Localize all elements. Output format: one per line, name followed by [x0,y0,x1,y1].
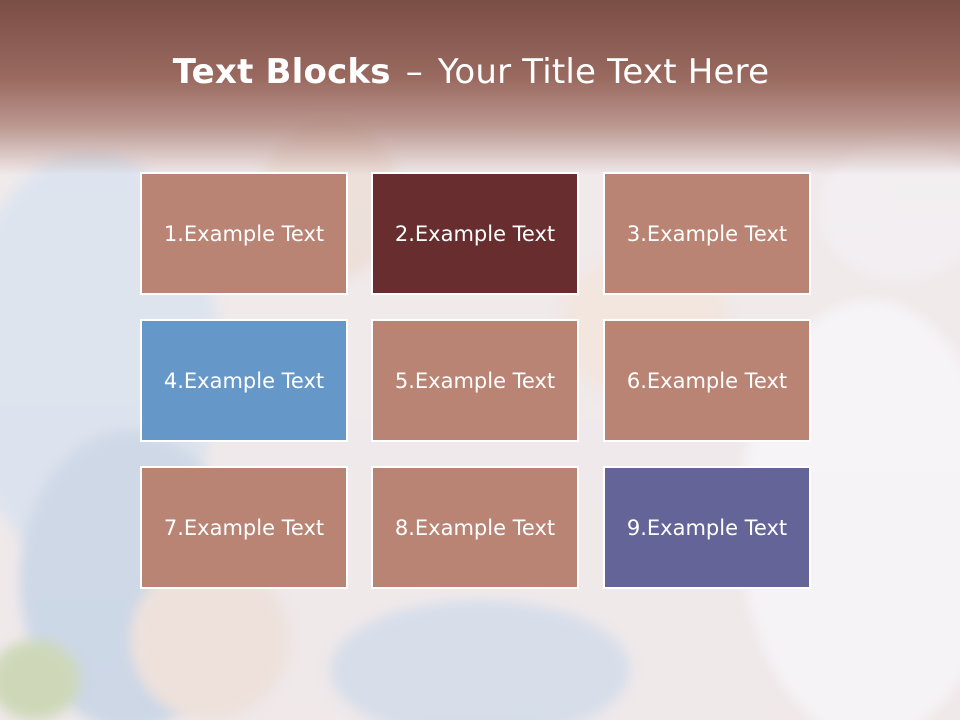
title-bold: Text Blocks [172,52,391,92]
text-block-8: 8.Example Text [371,466,579,589]
text-block-1: 1.Example Text [140,172,348,295]
text-block-4: 4.Example Text [140,319,348,442]
text-block-5: 5.Example Text [371,319,579,442]
text-block-2: 2.Example Text [371,172,579,295]
slide-title: Text Blocks – Your Title Text Here [0,52,942,92]
text-block-3: 3.Example Text [603,172,811,295]
text-block-6: 6.Example Text [603,319,811,442]
text-block-7: 7.Example Text [140,466,348,589]
title-band [0,0,960,175]
title-dash: – [405,52,423,92]
title-rest: Your Title Text Here [437,52,770,92]
text-block-9: 9.Example Text [603,466,811,589]
